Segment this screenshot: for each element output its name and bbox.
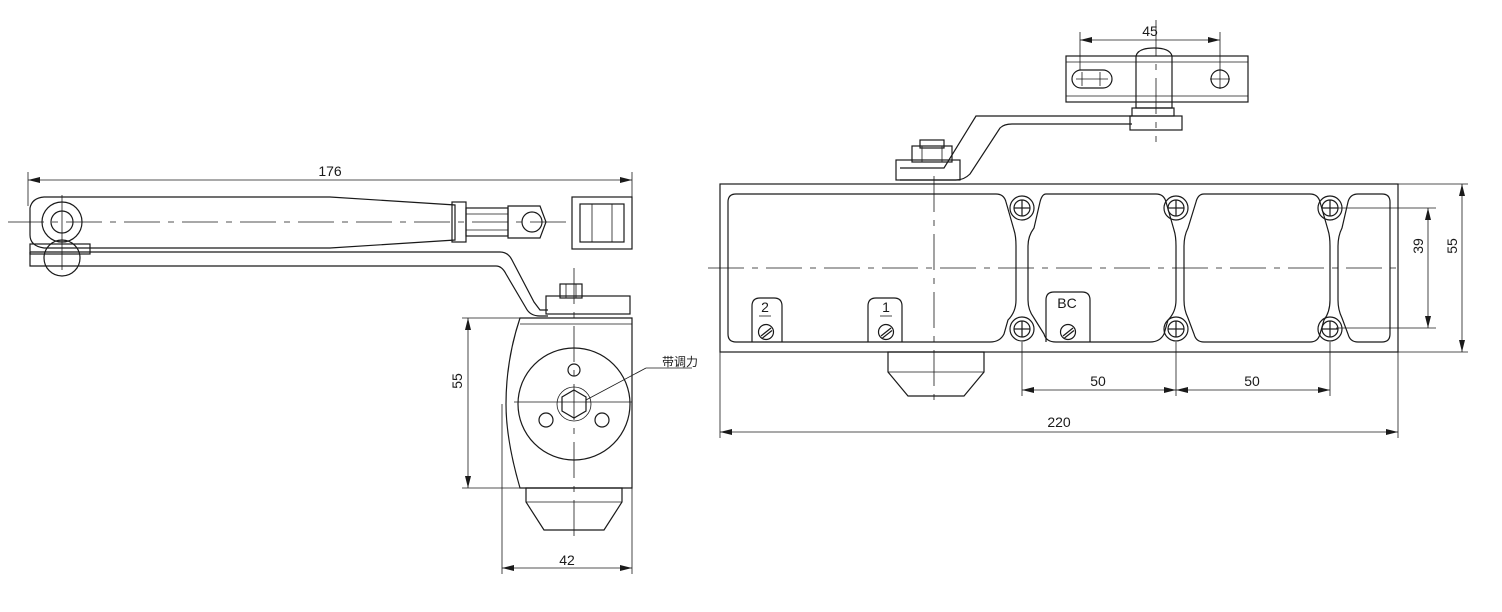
dim-label-side-width: 42: [559, 552, 575, 568]
dim-label-screw-vertical: 39: [1410, 238, 1426, 254]
valve-label-1: 1: [882, 299, 890, 315]
valves: [757, 315, 1077, 341]
dim-body-55: [1398, 183, 1468, 353]
dim-label-body-height: 55: [1444, 238, 1460, 254]
side-body: [505, 268, 692, 538]
dim-42: [501, 404, 633, 574]
valve-screw-icon: [1059, 323, 1077, 341]
mounting-bracket: [1065, 20, 1249, 142]
valve-label-2: 2: [761, 299, 769, 315]
dim-45: [1079, 32, 1221, 70]
valve-screw-icon: [877, 323, 895, 341]
screw-hole-icon: [1009, 316, 1035, 342]
screw-hole-icon: [1009, 195, 1035, 221]
dim-176: [27, 172, 633, 206]
screw-hole-icon: [1163, 195, 1189, 221]
dim-220: [719, 352, 1399, 438]
valve-label-bc: BC: [1057, 295, 1076, 311]
closer-body: [708, 176, 1404, 404]
screw-hole-icon: [1317, 316, 1343, 342]
dim-label-arm-length: 176: [318, 163, 342, 179]
dim-39: [1336, 207, 1436, 329]
dim-label-spacing-right: 50: [1244, 373, 1260, 389]
annotation-adjust-force: 带调力: [662, 355, 698, 369]
dim-side-55: [462, 317, 520, 489]
dim-label-bracket-spacing: 45: [1142, 23, 1158, 39]
arm-top-view: [8, 195, 633, 270]
arm-link-side: [29, 239, 548, 317]
dim-label-side-height: 55: [449, 373, 465, 389]
valve-screw-icon: [757, 323, 775, 341]
dim-label-spacing-left: 50: [1090, 373, 1106, 389]
connecting-link: [895, 115, 1132, 181]
dim-label-body-length: 220: [1047, 414, 1071, 430]
screw-hole-icon: [1163, 316, 1189, 342]
dim-50-pair: [1021, 342, 1331, 396]
